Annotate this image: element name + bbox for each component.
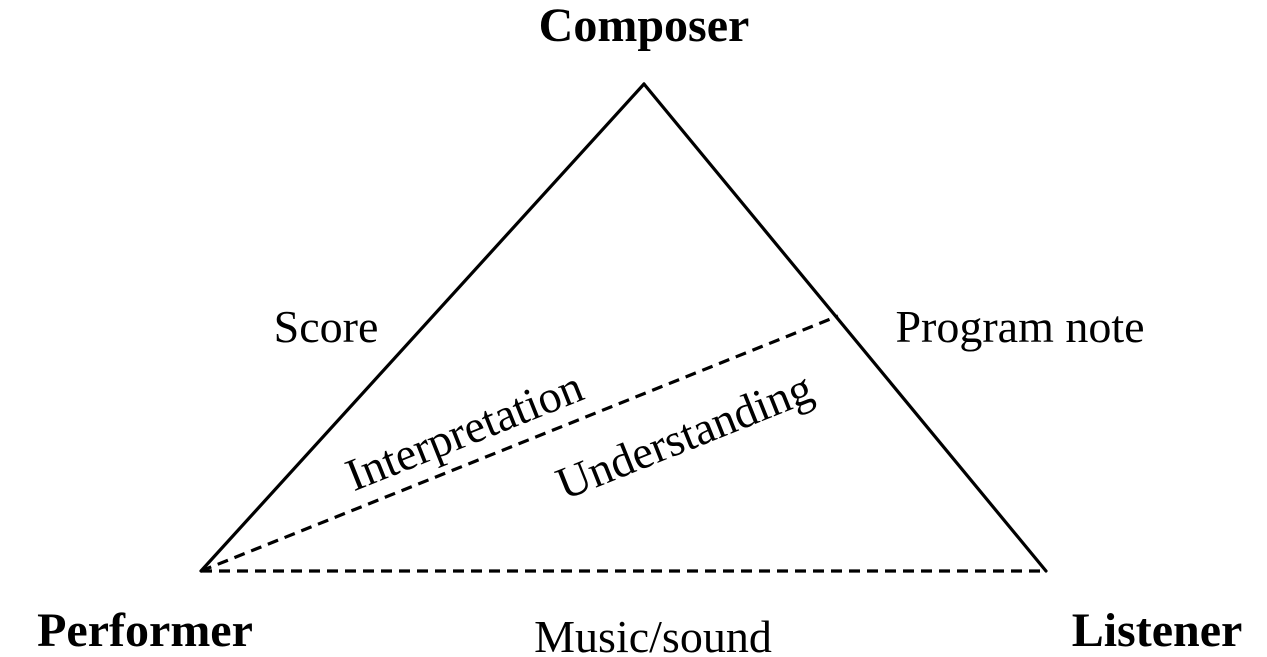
edge-label-program-note: Program note (895, 301, 1144, 352)
node-performer-label: Performer (37, 604, 253, 657)
edge-label-score: Score (274, 301, 379, 352)
node-composer-label: Composer (539, 0, 750, 52)
edge-composer-performer (199, 82, 646, 573)
edge-label-music-sound: Music/sound (534, 611, 772, 657)
edge-composer-listener (642, 82, 1048, 573)
edge-performer-program-note-dashed (200, 314, 839, 573)
edge-label-understanding: Understanding (549, 362, 819, 510)
node-listener-label: Listener (1072, 604, 1243, 657)
